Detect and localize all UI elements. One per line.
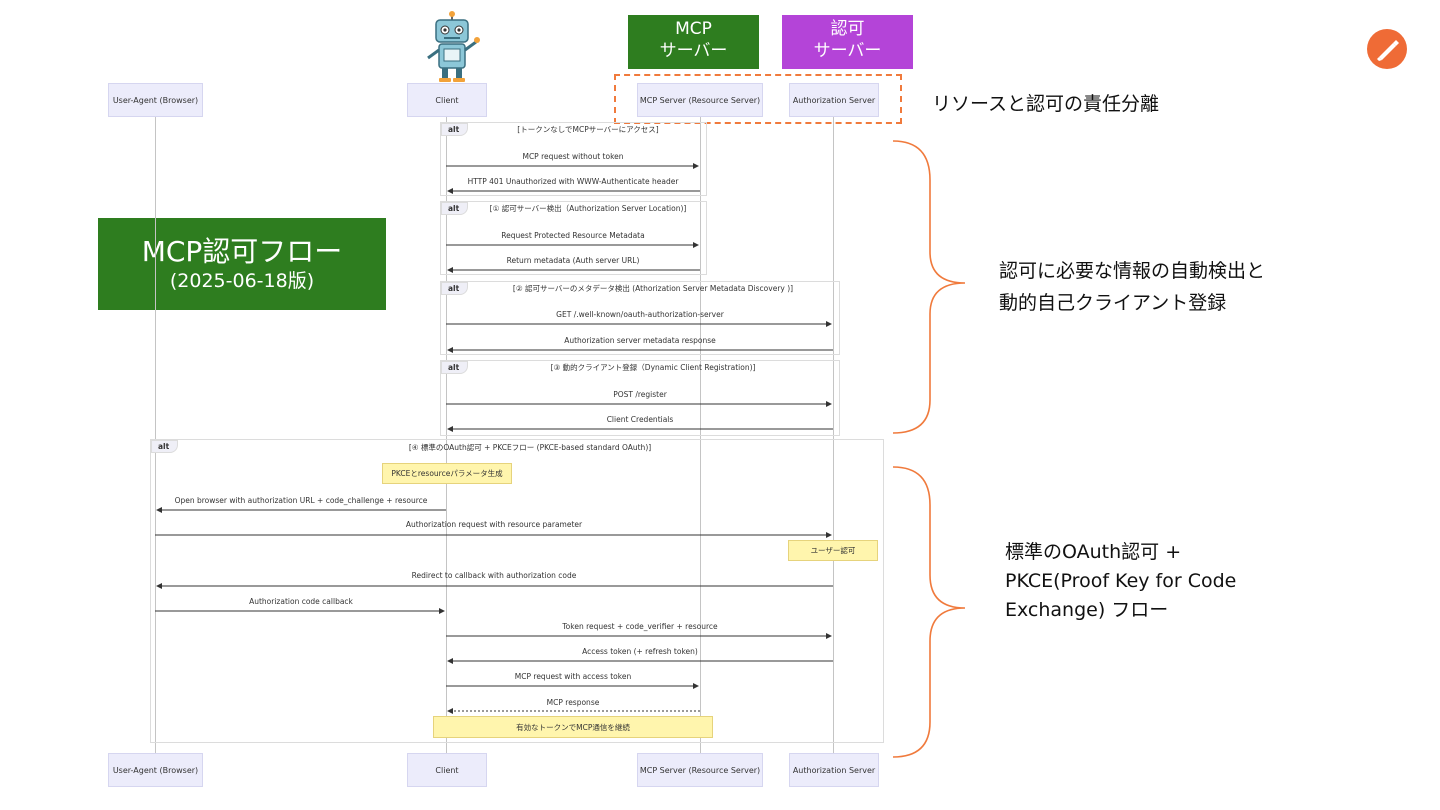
annotation-oauth-line3: Exchange) フロー	[1005, 599, 1169, 621]
brace-discovery	[892, 140, 966, 434]
brace-oauth	[892, 466, 966, 758]
annotation-discovery-line1: 認可に必要な情報の自動検出と	[999, 260, 1266, 282]
message-label: Return metadata (Auth server URL)	[506, 256, 640, 265]
alt-tag: alt	[151, 440, 179, 453]
alt-label-4: [③ 動的クライアント登録（Dynamic Client Registratio…	[550, 363, 756, 372]
participant-auth-top: Authorization Server	[789, 83, 879, 117]
alt-label-1: [トークンなしでMCPサーバーにアクセス]	[517, 125, 659, 134]
message-label: GET /.well-known/oauth-authorization-ser…	[556, 310, 724, 319]
flow-title-box: MCP認可フロー (2025-06-18版)	[98, 218, 386, 310]
message-label: Authorization request with resource para…	[405, 520, 583, 529]
message-label: Request Protected Resource Metadata	[501, 231, 645, 240]
lifeline-user-agent	[155, 117, 156, 753]
alt-label-3: [② 認可サーバーのメタデータ検出 (Athorization Server M…	[512, 284, 794, 293]
alt-tag: alt	[441, 361, 469, 374]
annotation-discovery: 認可に必要な情報の自動検出と 動的自己クライアント登録	[999, 255, 1265, 319]
participant-mcp-bottom: MCP Server (Resource Server)	[637, 753, 763, 787]
alt-block-5: alt	[150, 439, 884, 743]
participant-user-agent-bottom: User-Agent (Browser)	[108, 753, 203, 787]
annotation-separation: リソースと認可の責任分離	[932, 93, 1160, 115]
message-label: HTTP 401 Unauthorized with WWW-Authentic…	[467, 177, 679, 186]
mcp-server-badge: MCP サーバー	[628, 15, 759, 69]
message-label: Access token (+ refresh token)	[582, 647, 698, 656]
auth-badge-line2: サーバー	[813, 41, 882, 61]
note-pkce: PKCEとresourceパラメータ生成	[382, 463, 512, 484]
message-label: Open browser with authorization URL + co…	[174, 496, 428, 505]
participant-auth-bottom: Authorization Server	[789, 753, 879, 787]
participant-mcp-top: MCP Server (Resource Server)	[637, 83, 763, 117]
alt-label-5: [④ 標準のOAuth認可 + PKCEフロー (PKCE-based stan…	[408, 443, 652, 452]
alt-block-2: alt	[440, 201, 707, 275]
pen-tool-icon	[1366, 28, 1408, 70]
mcp-badge-line1: MCP	[675, 19, 712, 39]
server-group-box	[614, 74, 902, 124]
participant-user-agent-top: User-Agent (Browser)	[108, 83, 203, 117]
message-label: Redirect to callback with authorization …	[411, 571, 577, 580]
annotation-oauth-line1: 標準のOAuth認可 +	[1005, 541, 1182, 563]
annotation-oauth: 標準のOAuth認可 + PKCE(Proof Key for Code Exc…	[1005, 538, 1236, 625]
annotation-oauth-line2: PKCE(Proof Key for Code	[1005, 570, 1237, 592]
mcp-badge-line2: サーバー	[659, 41, 728, 61]
alt-tag: alt	[441, 202, 469, 215]
alt-label-2: [① 認可サーバー検出（Authorization Server Locatio…	[489, 204, 687, 213]
message-label: Client Credentials	[606, 415, 674, 424]
message-label: Authorization code callback	[249, 597, 353, 606]
message-label: MCP request without token	[522, 152, 624, 161]
participant-client-top: Client	[407, 83, 487, 117]
message-label: MCP request with access token	[514, 672, 632, 681]
auth-badge-line1: 認可	[830, 19, 865, 39]
flow-version: (2025-06-18版)	[169, 270, 315, 292]
annotation-discovery-line2: 動的自己クライアント登録	[999, 292, 1227, 314]
note-continue: 有効なトークンでMCP通信を継続	[433, 716, 713, 738]
message-label: POST /register	[613, 390, 667, 399]
alt-block-3: alt	[440, 281, 840, 355]
alt-tag: alt	[441, 123, 469, 136]
message-label: Authorization server metadata response	[564, 336, 716, 345]
participant-client-bottom: Client	[407, 753, 487, 787]
alt-tag: alt	[441, 282, 469, 295]
auth-server-badge: 認可 サーバー	[782, 15, 913, 69]
note-user-auth: ユーザー認可	[788, 540, 878, 561]
message-label: Token request + code_verifier + resource	[562, 622, 718, 631]
alt-block-1: alt	[440, 122, 707, 196]
robot-icon	[422, 10, 482, 85]
flow-title: MCP認可フロー	[141, 235, 343, 268]
alt-block-4: alt	[440, 360, 840, 436]
message-label: MCP response	[546, 698, 600, 707]
